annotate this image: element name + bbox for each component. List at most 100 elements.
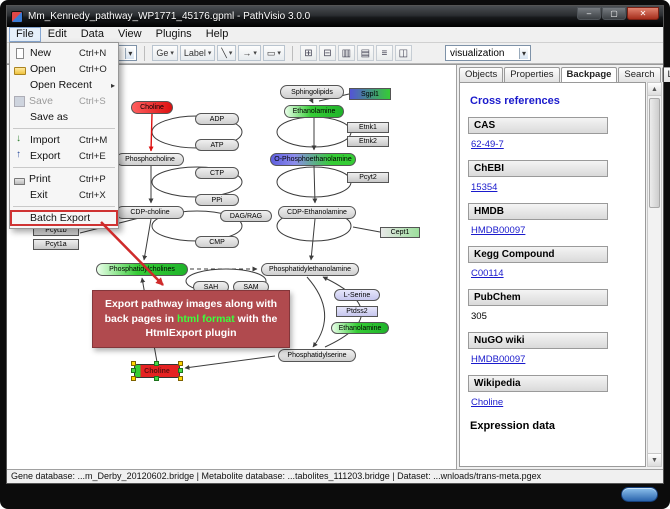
- scroll-up-icon[interactable]: ▲: [648, 83, 661, 96]
- scrollbar-thumb[interactable]: [649, 98, 660, 208]
- toolbar-stack-button[interactable]: ≡: [375, 45, 393, 61]
- close-button[interactable]: ✕: [627, 7, 659, 20]
- menu-item-open-recent[interactable]: Open Recent▸: [10, 77, 118, 93]
- toolbar-align-horizontal-button[interactable]: ⊞: [299, 45, 317, 61]
- menubar-view[interactable]: View: [117, 28, 142, 40]
- xref-link[interactable]: Choline: [471, 397, 504, 408]
- xref-link[interactable]: C00114: [471, 268, 504, 279]
- node-cept1[interactable]: Cept1: [380, 227, 420, 238]
- tool-new-connector-button[interactable]: →▾: [238, 45, 261, 61]
- menu-separator: [13, 167, 115, 168]
- node-label: CMP: [209, 238, 225, 246]
- node-choline[interactable]: Choline: [131, 101, 173, 114]
- node-adp[interactable]: ADP: [195, 113, 239, 125]
- selection-handle[interactable]: [131, 368, 136, 373]
- toolbar-distribute-vertical-button[interactable]: ▤: [356, 45, 374, 61]
- node-sgpl1[interactable]: Sgpl1: [349, 88, 391, 100]
- print-icon: [14, 177, 25, 185]
- node-l-serine[interactable]: L-Serine: [334, 289, 380, 301]
- node-etnk2[interactable]: Etnk2: [347, 136, 389, 147]
- node-label: Pcyt1a: [45, 241, 67, 248]
- menu-item-label: New: [30, 47, 52, 59]
- menu-item-batch-export[interactable]: Batch Export: [10, 210, 118, 226]
- node-dag-rag[interactable]: DAG/RAG: [220, 210, 272, 222]
- node-ctp[interactable]: CTP: [195, 167, 239, 179]
- overlay-blue-button[interactable]: [621, 487, 658, 502]
- node-pcyt2[interactable]: Pcyt2: [347, 172, 389, 183]
- node-pcyt1a[interactable]: Pcyt1a: [33, 239, 79, 250]
- xref-link[interactable]: 62-49-7: [471, 139, 504, 150]
- titlebar[interactable]: Mm_Kennedy_pathway_WP1771_45176.gpml - P…: [7, 6, 663, 27]
- node-ethanolamine[interactable]: Ethanolamine: [331, 322, 389, 334]
- node-label: PPi: [211, 196, 223, 204]
- menu-item-save-as[interactable]: Save as: [10, 109, 118, 125]
- node-o-phosphoethanolamine[interactable]: O-Phosphoethanolamine: [270, 153, 356, 166]
- toolbar-align-vertical-button[interactable]: ⊟: [318, 45, 336, 61]
- node-etnk1[interactable]: Etnk1: [347, 122, 389, 133]
- tool-new-line-button[interactable]: ╲▾: [217, 45, 237, 61]
- tab-objects[interactable]: Objects: [459, 67, 504, 82]
- tab-properties[interactable]: Properties: [504, 67, 560, 82]
- menubar-data[interactable]: Data: [80, 28, 104, 40]
- node-atp[interactable]: ATP: [195, 139, 239, 151]
- menubar-plugins[interactable]: Plugins: [155, 28, 192, 40]
- menubar-edit[interactable]: Edit: [47, 28, 67, 40]
- toolbar-common-size-button[interactable]: ◫: [394, 45, 412, 61]
- blank-icon: [14, 79, 26, 91]
- node-label: Pcyt1b: [45, 227, 67, 234]
- menu-item-label: Batch Export: [30, 212, 91, 224]
- node-phosphatidylethanolamine[interactable]: Phosphatidylethanolamine: [261, 263, 359, 276]
- app-icon: [11, 10, 23, 23]
- selection-handle[interactable]: [178, 368, 183, 373]
- scroll-down-icon[interactable]: ▼: [648, 453, 661, 466]
- new-line-icon: ╲: [221, 47, 227, 58]
- selection-handle[interactable]: [178, 361, 183, 366]
- node-ptdss2[interactable]: Ptdss2: [336, 306, 378, 317]
- xref-link[interactable]: HMDB00097: [471, 225, 526, 236]
- xref-link[interactable]: 15354: [471, 182, 498, 193]
- chevron-down-icon: ▾: [228, 50, 233, 57]
- panel-scrollbar[interactable]: ▲ ▼: [647, 82, 662, 467]
- node-label: SAM: [243, 283, 259, 291]
- selection-handle[interactable]: [154, 376, 159, 381]
- node-cdp-ethanolamine[interactable]: CDP-Ethanolamine: [278, 206, 356, 219]
- node-phosphatidylserine[interactable]: Phosphatidylserine: [278, 349, 356, 362]
- node-label: Etnk2: [359, 138, 377, 145]
- tool-new-label-button[interactable]: Label▾: [179, 45, 216, 61]
- selection-handle[interactable]: [154, 361, 159, 366]
- tool-new-shape-button[interactable]: ▭▾: [262, 45, 285, 61]
- menubar-help[interactable]: Help: [205, 28, 229, 40]
- pathway-canvas[interactable]: Export pathway images along with back pa…: [7, 65, 456, 469]
- selection-handle[interactable]: [131, 361, 136, 366]
- new-shape-icon: ▭: [266, 47, 276, 58]
- node-cdp-choline[interactable]: CDP-choline: [116, 206, 184, 219]
- menubar-file[interactable]: File: [9, 27, 41, 42]
- selection-handle[interactable]: [178, 376, 183, 381]
- node-phosphatidylcholines[interactable]: Phosphatidylcholines: [96, 263, 188, 276]
- node-ethanolamine[interactable]: Ethanolamine: [284, 105, 344, 118]
- node-label: CDP-Ethanolamine: [287, 209, 347, 216]
- tab-legend[interactable]: Legend: [661, 67, 670, 82]
- minimize-button[interactable]: –: [577, 7, 601, 20]
- node-ppi[interactable]: PPi: [195, 194, 239, 206]
- toolbar-distribute-horizontal-button[interactable]: ▥: [337, 45, 355, 61]
- node-cmp[interactable]: CMP: [195, 236, 239, 248]
- tab-search[interactable]: Search: [618, 67, 661, 82]
- selection-handle[interactable]: [131, 376, 136, 381]
- tool-new-datanode-button[interactable]: Ge▾: [152, 45, 178, 61]
- node-label: Phosphatidylethanolamine: [268, 266, 352, 273]
- visualization-combobox[interactable]: visualization: [445, 45, 531, 61]
- tab-backpage[interactable]: Backpage: [560, 67, 618, 82]
- maximize-button[interactable]: ▢: [602, 7, 626, 20]
- node-phosphocholine[interactable]: Phosphocholine: [116, 153, 184, 166]
- xref-link[interactable]: HMDB00097: [471, 354, 526, 365]
- node-choline-selected[interactable]: Choline: [131, 361, 183, 381]
- node-sphingolipids[interactable]: Sphingolipids: [280, 85, 344, 99]
